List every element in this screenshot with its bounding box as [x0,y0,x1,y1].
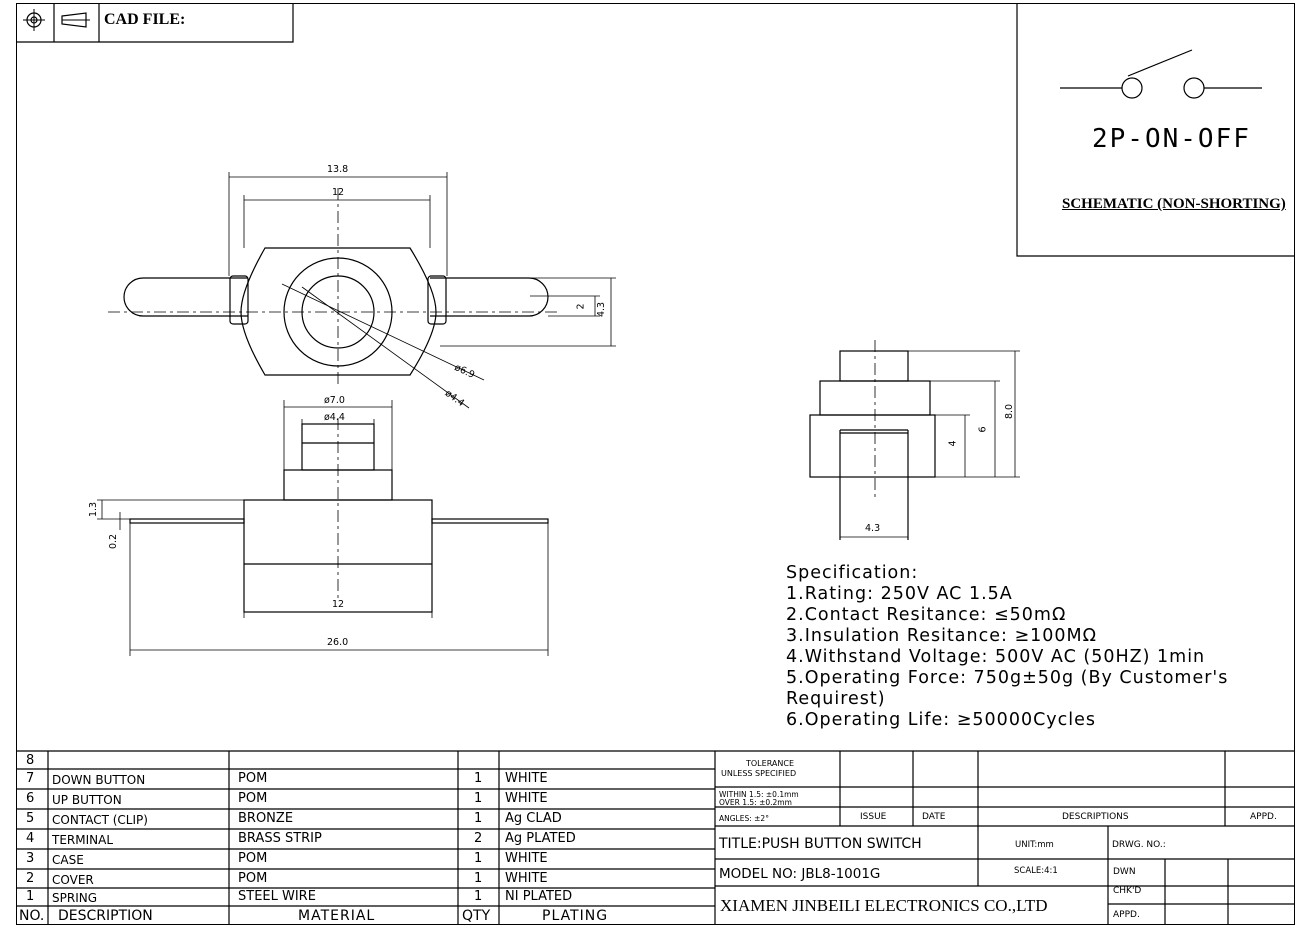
bom-no: 4 [26,831,35,846]
company-name: XIAMEN JINBEILI ELECTRONICS CO.,LTD [720,896,1048,915]
spec-line: 3.Insulation Resitance: ≥100MΩ [786,626,1098,646]
bom-description: SPRING [52,891,98,905]
bom-header-qty: QTY [462,908,491,924]
bom-no: 8 [26,753,35,768]
tolerance-within: WITHIN 1.5: ±0.1mm [719,790,799,799]
bom-description: DOWN BUTTON [52,773,146,787]
tolerance-label: TOLERANCE [746,759,795,768]
checked-by-label: CHK'D [1113,886,1142,896]
spec-line: Requirest) [786,689,886,709]
dim-side-80: 8.0 [1004,403,1016,420]
bom-material: BRASS STRIP [238,831,322,846]
bom-qty: 1 [474,791,483,806]
bom-material: POM [238,771,268,786]
projection-icon [60,10,92,30]
bom-material: STEEL WIRE [238,889,316,904]
bom-plating: Ag PLATED [505,831,576,846]
bom-no: 3 [26,851,35,866]
spec-line: 4.Withstand Voltage: 500V AC (50HZ) 1min [786,647,1206,667]
bom-qty: 1 [474,771,483,786]
bom-plating: NI PLATED [505,889,573,904]
bom-plating: Ag CLAD [505,811,562,826]
bom-header-description: DESCRIPTION [58,908,153,924]
schematic-code: 2P-ON-OFF [1092,124,1251,154]
dim-top-outer: 13.8 [327,164,349,175]
spec-heading: Specification: [786,563,919,583]
tolerance-angles: ANGLES: ±2° [719,814,769,823]
approved-by-label: APPD. [1113,910,1140,920]
dim-right-big: 4.3 [596,301,608,318]
bom-qty: 1 [474,851,483,866]
dim-left-02: 0.2 [108,533,120,550]
bom-qty: 1 [474,811,483,826]
bom-description: TERMINAL [52,833,114,847]
issue-header: ISSUE [860,812,887,822]
bom-plating: WHITE [505,871,548,886]
tolerance-over: OVER 1.5: ±0.2mm [719,798,792,807]
bom-material: POM [238,851,268,866]
drawing-number-label: DRWG. NO.: [1112,840,1166,850]
spec-line: 5.Operating Force: 750g±50g (By Customer… [786,668,1229,688]
spec-line: 6.Operating Life: ≥50000Cycles [786,710,1097,730]
bom-header-plating: PLATING [542,908,609,924]
bom-no: 5 [26,811,35,826]
model-number: MODEL NO: JBL8-1001G [719,866,881,882]
drawn-by-label: DWN [1113,867,1136,877]
dim-total-26: 26.0 [327,637,349,648]
dim-top-inner: 12 [332,187,345,198]
bom-material: POM [238,791,268,806]
bom-material: BRONZE [238,811,294,826]
bom-no: 6 [26,791,35,806]
descriptions-header: DESCRIPTIONS [1062,812,1129,822]
crosshair-icon [22,8,46,32]
unit-label: UNIT:mm [1015,840,1054,850]
bom-description: CASE [52,853,84,867]
dim-side-43: 4.3 [865,523,881,534]
spec-line: 1.Rating: 250V AC 1.5A [786,584,1013,604]
dim-left-13: 1.3 [88,501,100,518]
bom-plating: WHITE [505,791,548,806]
bom-header-material: MATERIAL [298,908,376,924]
cad-file-label: CAD FILE: [104,11,186,28]
scale-label: SCALE:4:1 [1014,866,1058,876]
dim-front-d44: ø4.4 [324,412,345,423]
bom-description: UP BUTTON [52,793,122,807]
bom-qty: 1 [474,889,483,904]
date-header: DATE [922,812,946,822]
bom-plating: WHITE [505,771,548,786]
bom-no: 2 [26,871,35,886]
bom-no: 7 [26,771,35,786]
dim-side-6: 6 [977,426,989,433]
bom-header-no: NO. [19,908,45,924]
drawing-frame [16,3,1295,925]
bom-qty: 2 [474,831,483,846]
bom-plating: WHITE [505,851,548,866]
bom-description: CONTACT (CLIP) [52,813,148,827]
spec-line: 2.Contact Resitance: ≤50mΩ [786,605,1067,625]
bom-no: 1 [26,889,35,904]
bom-description: COVER [52,873,94,887]
dim-right-small: 2 [575,303,587,310]
dim-base-12: 12 [332,599,345,610]
appd-header: APPD. [1250,812,1277,822]
dim-front-d70: ø7.0 [324,395,345,406]
bom-qty: 1 [474,871,483,886]
tolerance-sub-label: UNLESS SPECIFIED [721,769,797,778]
dim-side-4: 4 [947,440,959,447]
drawing-title: TITLE:PUSH BUTTON SWITCH [719,836,922,852]
bom-material: POM [238,871,268,886]
schematic-title: SCHEMATIC (NON-SHORTING) [1062,196,1286,212]
